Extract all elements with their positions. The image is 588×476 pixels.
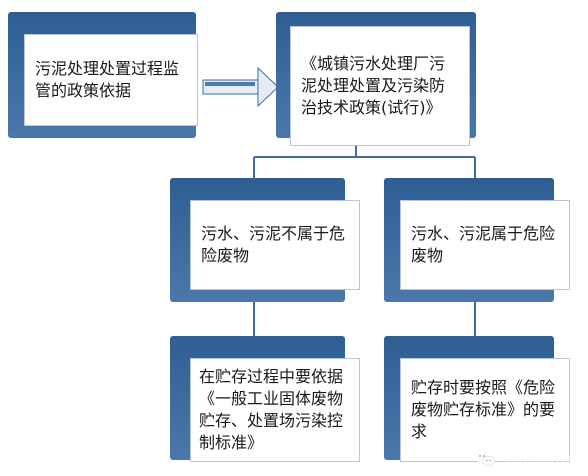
node-root-text: 污泥处理处置过程监管的政策依据 bbox=[35, 59, 180, 100]
watermark: 中旧协固委会 bbox=[474, 449, 580, 468]
node-hazardous-standard-text: 贮存时要按照《危险废物贮存标准》的要求 bbox=[411, 378, 556, 441]
node-not-hazardous-text: 污水、污泥不属于危险废物 bbox=[201, 224, 346, 265]
watermark-text: 中旧协固委会 bbox=[501, 453, 580, 468]
node-general-standard: 在贮存过程中要依据《一般工业固体废物贮存、处置场污染控制标准》 bbox=[170, 336, 360, 462]
node-policy: 《城镇污水处理厂污泥处理处置及污染防治技术政策(试行)》 bbox=[276, 12, 476, 146]
node-hazardous-text: 污水、污泥属于危险废物 bbox=[411, 224, 556, 265]
node-general-standard-text: 在贮存过程中要依据《一般工业固体废物贮存、处置场污染控制标准》 bbox=[199, 367, 344, 452]
node-root: 污泥处理处置过程监管的政策依据 bbox=[8, 12, 198, 138]
node-hazardous: 污水、污泥属于危险废物 bbox=[384, 178, 570, 302]
right-arrow bbox=[202, 66, 279, 108]
node-policy-text: 《城镇污水处理厂污泥处理处置及污染防治技术政策(试行)》 bbox=[301, 54, 446, 117]
wechat-icon bbox=[474, 451, 495, 466]
node-hazardous-standard: 贮存时要按照《危险废物贮存标准》的要求 bbox=[384, 336, 570, 462]
node-not-hazardous: 污水、污泥不属于危险废物 bbox=[170, 178, 360, 302]
